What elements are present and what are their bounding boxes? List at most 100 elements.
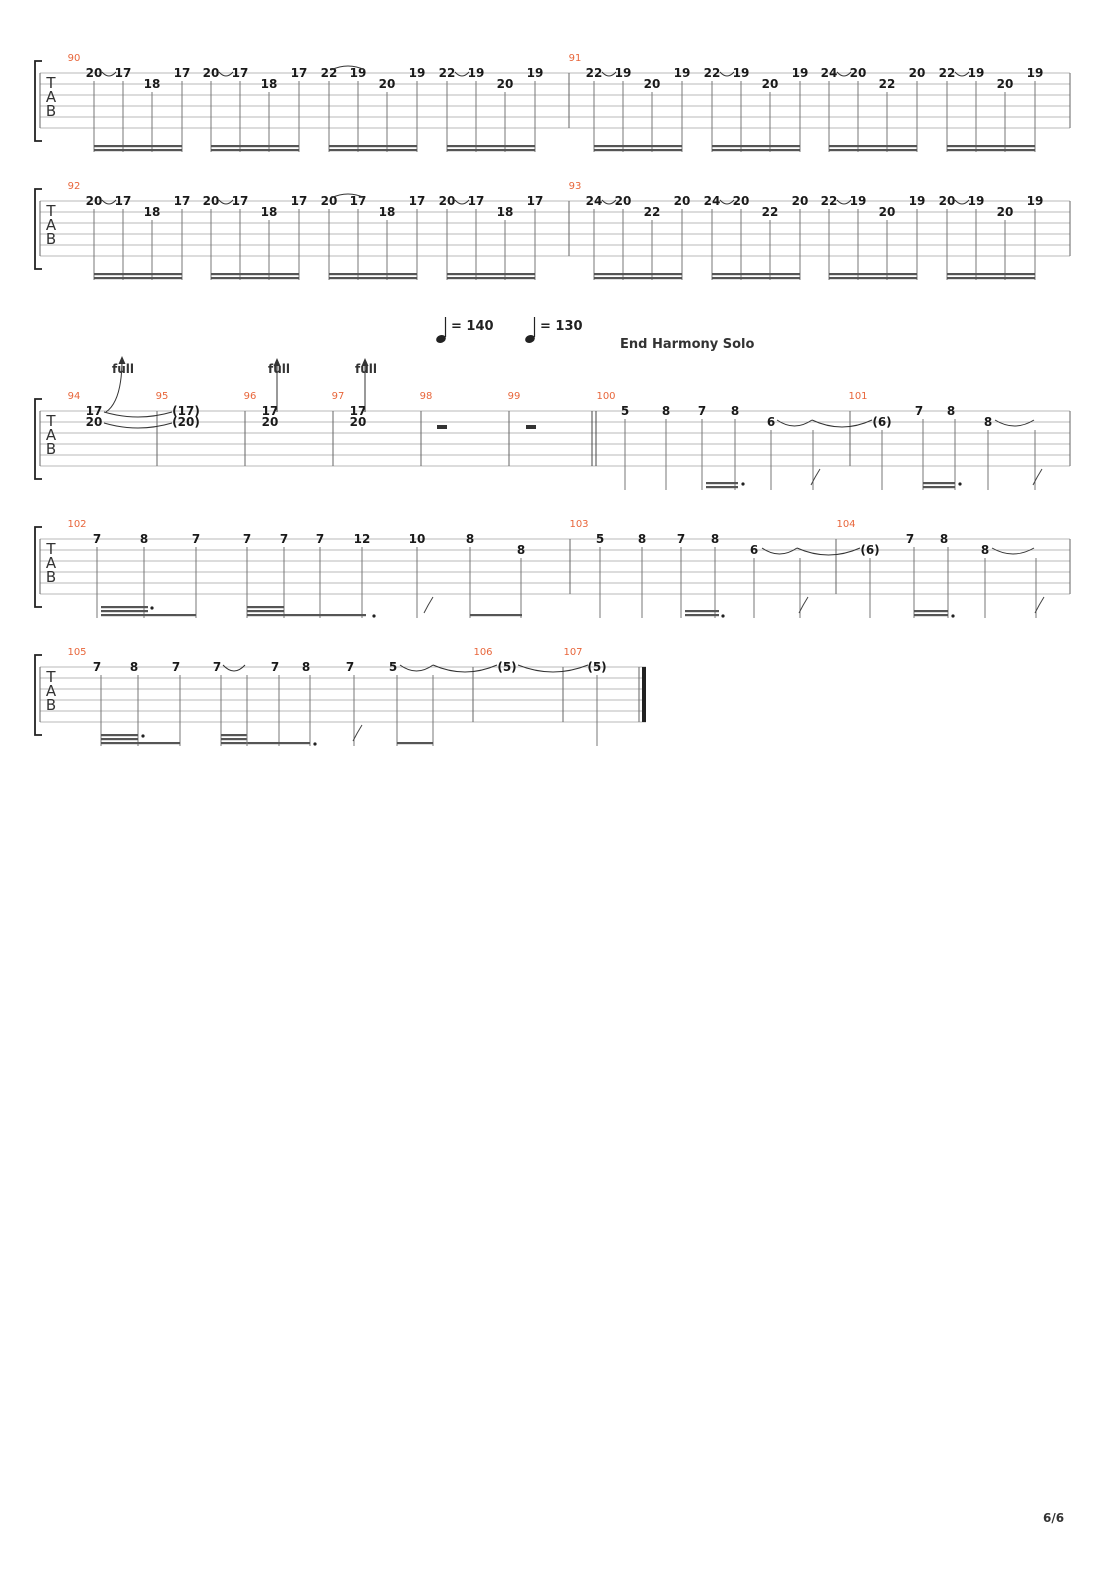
arrow-head-icon — [361, 358, 369, 366]
fret-number: 7 — [280, 532, 288, 546]
slur-arc — [954, 199, 970, 205]
fret-number: 24 — [821, 66, 838, 80]
fret-number: 19 — [1027, 194, 1044, 208]
slur-arc — [836, 199, 852, 205]
fret-number: 8 — [940, 532, 948, 546]
fret-number: 24 — [586, 194, 603, 208]
eighth-beam — [247, 614, 366, 617]
fret-number: 17 — [409, 194, 426, 208]
sixteenth-beam — [221, 738, 247, 741]
fret-number: 20 — [762, 77, 779, 91]
slur-arc — [719, 71, 735, 77]
whole-rest-icon — [437, 425, 447, 429]
slur-arc — [719, 199, 735, 205]
fret-number: 17 — [174, 194, 191, 208]
grace-flag-icon — [810, 468, 821, 486]
fret-number: 8 — [140, 532, 148, 546]
bend-label: full — [112, 362, 134, 376]
measure-number: 94 — [68, 391, 81, 402]
system-bracket — [34, 188, 42, 270]
tab-clef-letter: B — [46, 568, 56, 586]
sixteenth-beam — [829, 273, 917, 276]
fret-number: 20 — [379, 77, 396, 91]
fret-number: 12 — [354, 532, 371, 546]
system-bracket — [34, 526, 42, 608]
quarter-note-icon — [525, 335, 535, 343]
fret-number: 22 — [879, 77, 896, 91]
sixteenth-beam — [211, 277, 299, 280]
tie-arc — [222, 664, 246, 672]
fret-number: 8 — [130, 660, 138, 674]
tempo-marking-1: = 140 — [436, 317, 494, 343]
slur-arc — [101, 199, 117, 205]
tempo-140: = 140 — [451, 319, 494, 334]
fret-number: 17 — [350, 404, 367, 418]
fret-number: 22 — [586, 66, 603, 80]
fret-number: 17 — [291, 194, 308, 208]
fret-number: 19 — [615, 66, 632, 80]
tab-clef-letter: T — [45, 540, 56, 558]
fret-number: 20 — [997, 77, 1014, 91]
slur-arc — [330, 65, 366, 71]
fret-number: 18 — [379, 205, 396, 219]
measure-number: 105 — [67, 647, 86, 658]
fret-number: 17 — [350, 194, 367, 208]
grace-flag-icon — [423, 596, 434, 614]
sixteenth-beam — [329, 277, 417, 280]
sixteenth-beam — [94, 149, 182, 152]
fret-number: 19 — [409, 66, 426, 80]
sixteenth-beam — [247, 610, 284, 613]
grace-flag-icon — [798, 596, 809, 614]
fret-number: 22 — [762, 205, 779, 219]
whole-rest-icon — [526, 425, 536, 429]
eighth-beam — [397, 742, 433, 745]
sixteenth-beam — [247, 606, 284, 609]
tab-clef-letter: A — [46, 682, 57, 700]
bend-label: full — [268, 362, 290, 376]
system-bracket — [34, 654, 42, 736]
fret-number: 20 — [644, 77, 661, 91]
sixteenth-beam — [447, 145, 535, 148]
fret-number: 7 — [698, 404, 706, 418]
dot — [372, 614, 376, 618]
sixteenth-beam — [101, 734, 138, 737]
fret-number: 20 — [86, 66, 103, 80]
tab-clef-letter: T — [45, 74, 56, 92]
fret-number: 8 — [517, 543, 525, 557]
fret-number: 17 — [232, 66, 249, 80]
fret-number: 20 — [203, 194, 220, 208]
slur-arc — [218, 71, 234, 77]
tie-arc — [994, 419, 1035, 427]
slur-arc — [101, 71, 117, 77]
measure-number: 96 — [244, 391, 257, 402]
measure-number: 98 — [420, 391, 433, 402]
eighth-beam — [221, 742, 310, 745]
sixteenth-beam — [712, 149, 800, 152]
tie-arc — [103, 422, 173, 429]
tie-arc — [796, 547, 861, 556]
fret-number: 17 — [86, 404, 103, 418]
fret-number: 20 — [792, 194, 809, 208]
measure-number: 93 — [569, 181, 582, 192]
measure-number: 101 — [848, 391, 867, 402]
measure-number: 90 — [68, 53, 81, 64]
fret-number: 18 — [497, 205, 514, 219]
system-bracket — [34, 60, 42, 142]
fret-number: 5 — [621, 404, 629, 418]
fret-number: 19 — [909, 194, 926, 208]
fret-number: (5) — [497, 660, 516, 674]
fret-number: 8 — [984, 415, 992, 429]
fret-number: (5) — [587, 660, 606, 674]
tab-clef-letter: A — [46, 554, 57, 572]
tab-clef-letter: A — [46, 88, 57, 106]
fret-number: 7 — [906, 532, 914, 546]
fret-number: 19 — [968, 66, 985, 80]
final-barline — [642, 667, 646, 722]
fret-number: 8 — [302, 660, 310, 674]
slur-arc — [836, 71, 852, 77]
sixteenth-beam — [914, 610, 948, 613]
measure-number: 104 — [836, 519, 855, 530]
sixteenth-beam — [594, 145, 682, 148]
tempo-130: = 130 — [540, 319, 583, 334]
